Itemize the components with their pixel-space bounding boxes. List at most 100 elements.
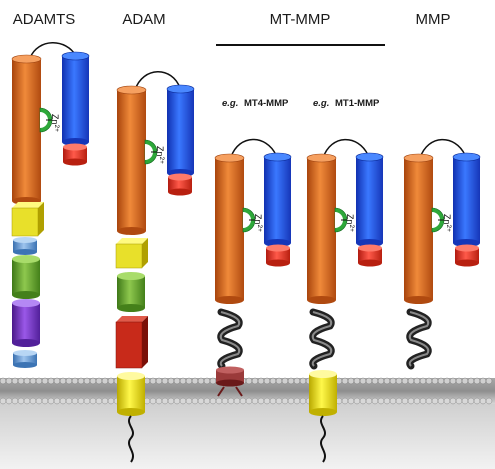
lipid-head — [83, 377, 91, 385]
mt4-mmp-protein: Zn2+ — [214, 138, 292, 397]
lipid-head — [251, 397, 259, 405]
lipid-head — [485, 377, 493, 385]
lipid-head — [5, 377, 13, 385]
flexible-hinge-icon — [406, 308, 432, 370]
lipid-head — [101, 377, 109, 385]
lipid-head — [17, 397, 25, 405]
lipid-head — [5, 397, 13, 405]
lipid-head — [257, 397, 265, 405]
lipid-head — [89, 397, 97, 405]
mmp-hinge-loop — [419, 138, 466, 159]
lipid-head — [173, 397, 181, 405]
lipid-head — [263, 377, 271, 385]
lipid-head — [191, 377, 199, 385]
lipid-head — [341, 397, 349, 405]
lipid-head — [479, 377, 487, 385]
lipid-head — [413, 397, 421, 405]
lipid-head — [149, 397, 157, 405]
lipid-head — [449, 397, 457, 405]
lipid-head — [83, 397, 91, 405]
lipid-head — [179, 397, 187, 405]
mt4-propeptide — [266, 244, 290, 267]
lipid-head — [95, 377, 103, 385]
lipid-head — [377, 377, 385, 385]
zinc-label: Zn2+ — [253, 214, 263, 232]
mt1-mmp-protein: Zn2+ — [306, 138, 384, 463]
title-mt-mmp: MT-MMP — [270, 11, 331, 28]
adamts-hinge-loop — [29, 42, 77, 59]
lipid-head — [47, 397, 55, 405]
lipid-head — [65, 397, 73, 405]
lipid-head — [293, 397, 301, 405]
adamts-disintegrin-box — [11, 202, 44, 237]
lipid-head — [443, 397, 451, 405]
lipid-head — [485, 397, 493, 405]
lipid-head — [65, 377, 73, 385]
lipid-head — [257, 377, 265, 385]
lipid-head — [287, 377, 295, 385]
lipid-head — [71, 397, 79, 405]
lipid-head — [455, 377, 463, 385]
mt4-hinge-loop — [230, 138, 277, 158]
lipid-head — [263, 397, 271, 405]
subtitle-eg-prefix: e.g. — [313, 98, 329, 109]
subtitle-mt1-name: MT1-MMP — [335, 98, 380, 109]
lipid-head — [443, 377, 451, 385]
adam-protein: Zn2+ — [115, 71, 195, 463]
lipid-head — [41, 377, 49, 385]
lipid-head — [347, 377, 355, 385]
subtitle-mt1: e.g. MT1-MMP — [313, 98, 380, 109]
lipid-head — [401, 377, 409, 385]
lipid-head — [269, 377, 277, 385]
mt1-transmembrane-domain — [309, 370, 337, 416]
lipid-head — [377, 397, 385, 405]
adam-cys-rich-domain — [117, 272, 145, 312]
adam-zinc-site: Zn2+ — [144, 139, 165, 165]
lipid-head — [395, 377, 403, 385]
lipid-head — [353, 377, 361, 385]
lipid-head — [251, 377, 259, 385]
lipid-head — [29, 397, 37, 405]
lipid-head — [425, 397, 433, 405]
lipid-head — [275, 397, 283, 405]
lipid-head — [35, 397, 43, 405]
adamts-hemopexin-domain — [61, 51, 90, 146]
lipid-head — [185, 377, 193, 385]
zinc-label: Zn2+ — [442, 214, 452, 232]
adamts-cys-rich-domain — [12, 255, 40, 299]
adamts-tsp-repeat-2 — [13, 350, 37, 368]
lipid-head — [29, 377, 37, 385]
lipid-head — [155, 397, 163, 405]
lipid-head — [425, 377, 433, 385]
lipid-head — [89, 377, 97, 385]
lipid-head — [461, 397, 469, 405]
lipid-head — [161, 377, 169, 385]
lipid-head — [53, 377, 61, 385]
adamts-zinc-site: Zn2+ — [39, 107, 60, 133]
lipid-head — [107, 377, 115, 385]
mmp-zinc-site: Zn2+ — [431, 207, 452, 233]
lipid-head — [275, 377, 283, 385]
lipid-head — [11, 377, 19, 385]
lipid-head — [407, 397, 415, 405]
lipid-head — [365, 397, 373, 405]
adam-transmembrane-domain — [117, 372, 145, 416]
lipid-head — [155, 377, 163, 385]
cell-membrane — [0, 377, 495, 469]
cytoplasmic-tail-icon — [128, 415, 134, 463]
lipid-head — [59, 397, 67, 405]
adam-disintegrin-box — [115, 238, 148, 269]
lipid-head — [359, 397, 367, 405]
lipid-head — [269, 397, 277, 405]
lipid-head — [371, 397, 379, 405]
mt1-hemopexin-domain — [355, 152, 384, 247]
lipid-head — [437, 397, 445, 405]
title-adam: ADAM — [122, 11, 165, 28]
zinc-label: Zn2+ — [155, 146, 165, 164]
lipid-head — [281, 377, 289, 385]
lipid-head — [359, 377, 367, 385]
lipid-head — [347, 397, 355, 405]
mmp-protein: Zn2+ — [403, 138, 481, 370]
lipid-head — [401, 397, 409, 405]
